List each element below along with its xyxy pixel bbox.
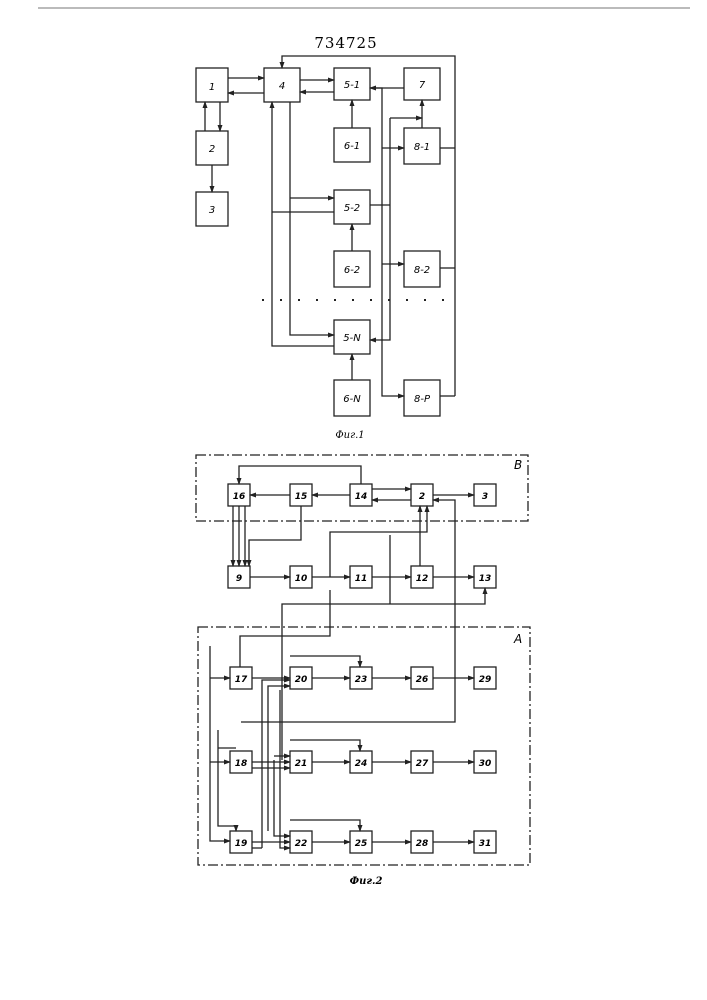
- fig1-label-8-p: 8-P: [414, 394, 431, 405]
- fig2-label-28: 28: [416, 839, 429, 849]
- fig1-label-6-2: 6-2: [344, 265, 360, 276]
- fig2-label-20: 20: [295, 675, 308, 685]
- fig2-label-16: 16: [233, 492, 246, 502]
- fig2-label-10: 10: [295, 574, 308, 584]
- figure-1-labels: 1 2 3 4 5-1 6-1 7 8-1 5-2 6-2 8-2 5-N 6-…: [209, 80, 431, 441]
- fig2-label-15: 15: [295, 492, 308, 502]
- fig2-label-14: 14: [355, 492, 368, 502]
- fig1-caption: Фиг.1: [335, 430, 364, 441]
- fig2-label-9: 9: [236, 574, 242, 584]
- fig2-label-13: 13: [479, 574, 492, 584]
- fig2-label-2: 2: [419, 492, 425, 502]
- fig2-label-21: 21: [295, 759, 308, 769]
- fig2-label-29: 29: [479, 675, 492, 685]
- fig2-label-25: 25: [355, 839, 368, 849]
- fig1-label-3: 3: [209, 205, 215, 216]
- region-a-label: A: [513, 632, 522, 646]
- fig2-label-19: 19: [235, 839, 248, 849]
- region-b-border: [196, 455, 528, 521]
- fig1-label-2: 2: [209, 144, 215, 155]
- figure-2: [196, 455, 530, 865]
- fig1-label-7: 7: [419, 80, 426, 91]
- fig2-label-3: 3: [482, 492, 488, 502]
- fig1-label-8-1: 8-1: [414, 142, 430, 153]
- fig2-label-27: 27: [416, 759, 429, 769]
- fig2-label-23: 23: [355, 675, 368, 685]
- fig1-label-4: 4: [279, 81, 285, 92]
- fig2-label-30: 30: [479, 759, 492, 769]
- fig2-label-22: 22: [295, 839, 308, 849]
- fig1-label-1: 1: [209, 82, 215, 93]
- figure-2-labels: B A 16 15 14 2 3 9 10 11 12 13 17 20 23 …: [233, 458, 523, 887]
- fig2-label-12: 12: [416, 574, 429, 584]
- fig1-label-6-1: 6-1: [344, 141, 360, 152]
- figure-1: [196, 56, 455, 416]
- fig1-label-5-1: 5-1: [344, 80, 360, 91]
- fig2-caption: Фиг.2: [350, 876, 383, 887]
- fig1-label-8-2: 8-2: [414, 265, 430, 276]
- region-b-label: B: [514, 458, 522, 472]
- fig2-label-18: 18: [235, 759, 248, 769]
- region-a-border: [198, 627, 530, 865]
- fig2-label-31: 31: [479, 839, 492, 849]
- fig2-label-11: 11: [355, 574, 368, 584]
- fig1-label-6-n: 6-N: [343, 394, 361, 405]
- fig2-label-26: 26: [416, 675, 429, 685]
- fig2-label-17: 17: [235, 675, 248, 685]
- patent-number: 734725: [314, 34, 377, 52]
- fig1-label-5-2: 5-2: [344, 203, 360, 214]
- fig1-label-5-n: 5-N: [343, 333, 361, 344]
- fig2-label-24: 24: [355, 759, 368, 769]
